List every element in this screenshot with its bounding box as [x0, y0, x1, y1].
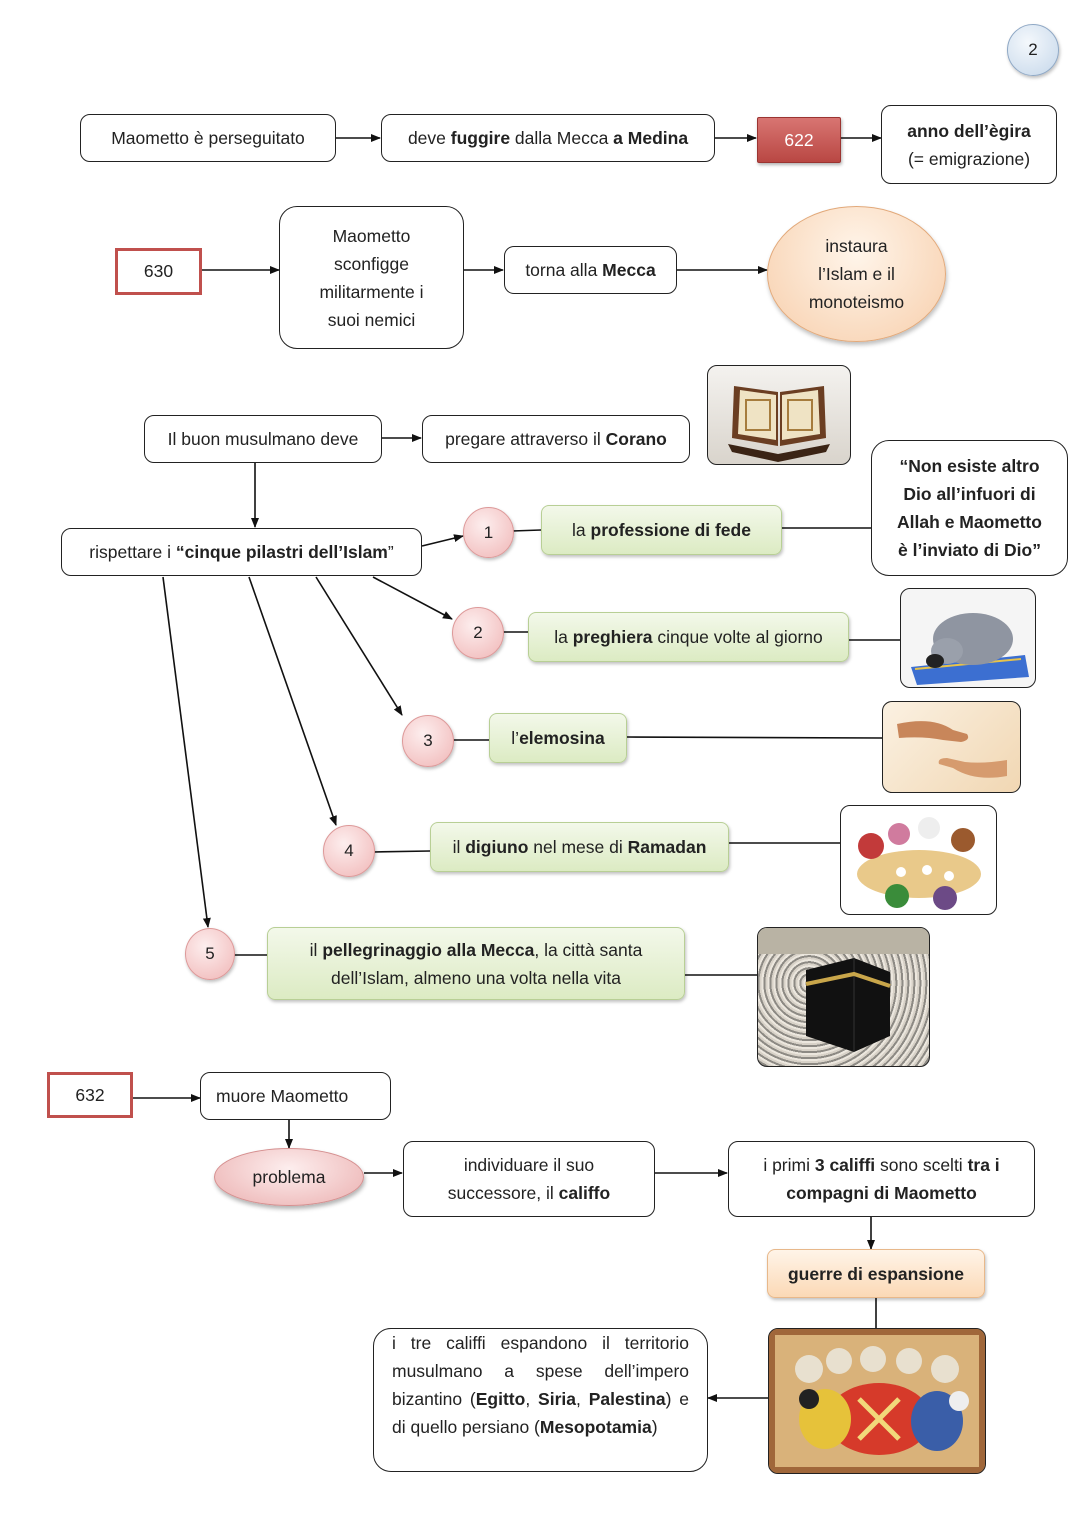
quote-line-1: “Non esiste altro [899, 456, 1040, 476]
pillar-1-text: la professione di fede [572, 520, 751, 540]
shahada-quote-box: “Non esiste altro Dio all’infuori di All… [871, 440, 1068, 576]
pillar-5-line-2: dell’Islam, almeno una volta nella vita [331, 967, 621, 988]
year-630-box: 630 [115, 248, 202, 295]
quran-image [707, 365, 851, 465]
defeats-line-3: militarmente i [319, 281, 424, 302]
expansion-line-2: musulmano a spese dell’impero [392, 1361, 689, 1381]
problem-ellipse: problema [214, 1148, 364, 1206]
pillars-text: rispettare i “cinque pilastri dell’Islam… [89, 542, 394, 562]
dies-text: muore Maometto [216, 1086, 349, 1106]
establishes-line-1: instaura [825, 236, 888, 256]
alms-image [882, 701, 1021, 793]
pillars-box: rispettare i “cinque pilastri dell’Islam… [61, 528, 422, 576]
expansion-line-3: bizantino (Egitto, Siria, Palestina) e [392, 1389, 689, 1409]
expansion-line-4: di quello persiano (Mesopotamia) [392, 1417, 658, 1437]
wars-box: guerre di espansione [767, 1249, 985, 1298]
establishes-line-3: monoteismo [808, 292, 905, 312]
successor-line-2: successore, il califfo [447, 1183, 611, 1203]
flee-box: deve fuggire dalla Mecca a Medina [381, 114, 715, 162]
establishes-line-2: l’Islam e il [818, 264, 895, 284]
persecuted-text: Maometto è perseguitato [111, 128, 305, 148]
year-622: 622 [784, 130, 814, 150]
defeats-box: Maometto sconfigge militarmente i suoi n… [279, 206, 464, 349]
caliphs-line-1: i primi 3 califfi sono scelti tra i [763, 1155, 1000, 1175]
pray-box: pregare attraverso il Corano [422, 415, 690, 463]
dies-box: muore Maometto [200, 1072, 391, 1120]
pillar-1-number: 1 [463, 507, 514, 558]
problem-text: problema [252, 1167, 326, 1187]
battle-miniature-image [768, 1328, 986, 1474]
pillar-5-number: 5 [185, 928, 235, 980]
successor-line-1: individuare il suo [463, 1155, 595, 1175]
pillar-2-text: la preghiera cinque volte al giorno [554, 627, 823, 647]
pillar-1-box: la professione di fede [541, 505, 782, 555]
caliphs-line-2: compagni di Maometto [786, 1183, 977, 1203]
pillar-2-number: 2 [452, 607, 504, 659]
ramadan-image [840, 805, 997, 915]
quote-line-4: è l’inviato di Dio” [898, 540, 1041, 560]
year-632-box: 632 [47, 1072, 133, 1118]
pillar-5-line-1: il pellegrinaggio alla Mecca, la città s… [309, 939, 643, 960]
good-muslim-box: Il buon musulmano deve [144, 415, 382, 463]
hegira-title: anno dell’ègira [907, 120, 1031, 141]
successor-box: individuare il suo successore, il califf… [403, 1141, 655, 1217]
pillar-2-box: la preghiera cinque volte al giorno [528, 612, 849, 662]
returns-box: torna alla Mecca [504, 246, 677, 294]
prayer-image [900, 588, 1036, 688]
kaaba-image [757, 927, 930, 1067]
quote-line-3: Allah e Maometto [897, 512, 1042, 532]
persecuted-box: Maometto è perseguitato [80, 114, 336, 162]
expansion-box: i tre califfi espandono il territorio mu… [373, 1328, 708, 1472]
returns-text: torna alla Mecca [525, 260, 656, 280]
pillar-3-text: l’elemosina [511, 728, 605, 748]
good-muslim-text: Il buon musulmano deve [167, 429, 359, 449]
pillar-3-number: 3 [402, 715, 454, 767]
page-number: 2 [1028, 40, 1038, 59]
pillar-5-box: il pellegrinaggio alla Mecca, la città s… [267, 927, 685, 1000]
hegira-note: (= emigrazione) [907, 148, 1031, 169]
defeats-line-4: suoi nemici [327, 309, 416, 330]
wars-text: guerre di espansione [787, 1263, 965, 1284]
defeats-line-1: Maometto [332, 225, 411, 246]
pillar-4-number: 4 [323, 825, 375, 877]
pray-text: pregare attraverso il Corano [445, 429, 667, 449]
expansion-line-1: i tre califfi espandono il territorio [392, 1333, 689, 1353]
establishes-ellipse: instaura l’Islam e il monoteismo [767, 206, 946, 342]
caliphs-box: i primi 3 califfi sono scelti tra i comp… [728, 1141, 1035, 1217]
year-622-box: 622 [757, 117, 841, 163]
flee-text: deve fuggire dalla Mecca a Medina [407, 128, 689, 148]
pillar-3-box: l’elemosina [489, 713, 627, 763]
year-632: 632 [75, 1084, 105, 1105]
defeats-line-2: sconfigge [334, 253, 409, 274]
pillar-4-text: il digiuno nel mese di Ramadan [452, 837, 707, 857]
hegira-box: anno dell’ègira (= emigrazione) [881, 105, 1057, 184]
quote-line-2: Dio all’infuori di [903, 484, 1036, 504]
year-630: 630 [143, 261, 174, 281]
page-number-badge: 2 [1007, 24, 1059, 76]
pillar-4-box: il digiuno nel mese di Ramadan [430, 822, 729, 872]
